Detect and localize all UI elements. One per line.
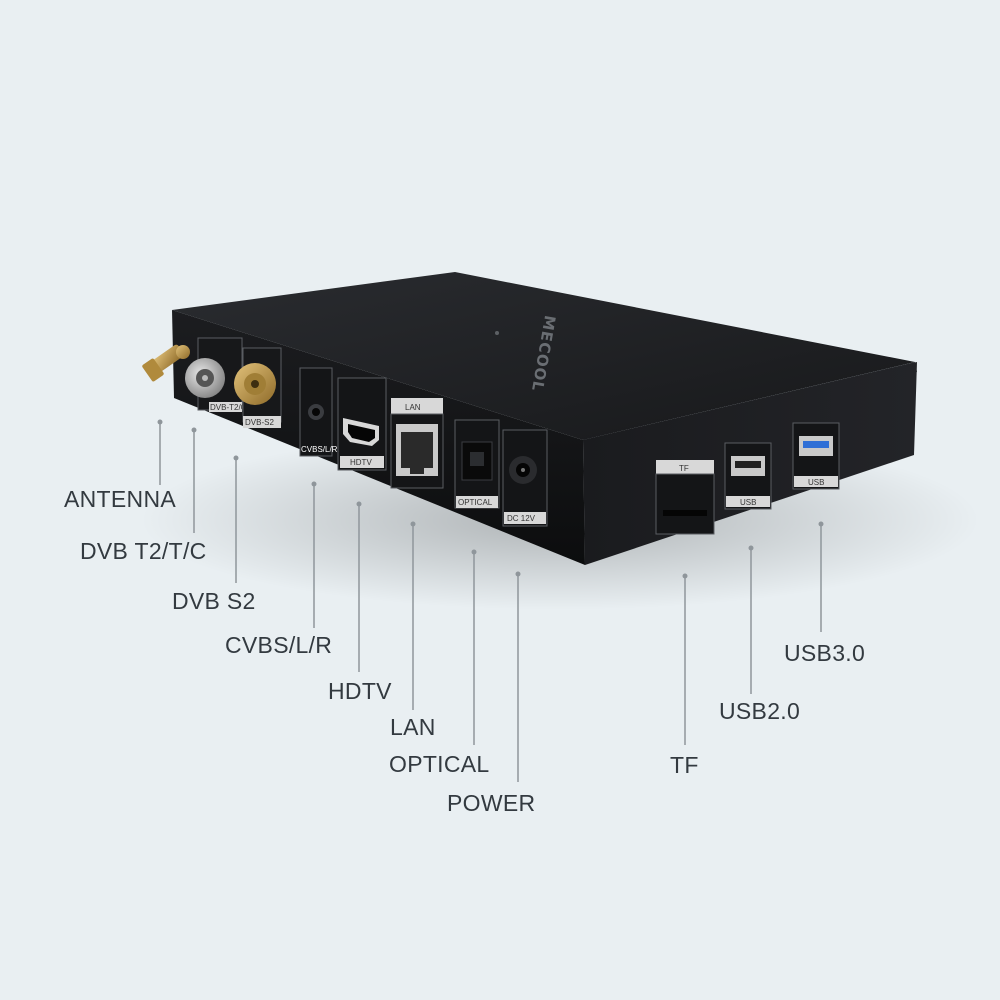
cvbs-port: CVBS/L/R xyxy=(299,367,338,457)
leader-dots xyxy=(157,419,824,579)
optical-port: OPTICAL xyxy=(454,419,500,509)
lan-port: LAN xyxy=(390,398,444,489)
callout-cvbs: CVBS/L/R xyxy=(225,632,333,658)
callout-usb2: USB2.0 xyxy=(719,698,801,724)
callout-hdtv: HDTV xyxy=(328,678,392,704)
callout-dvb-t2: DVB T2/T/C xyxy=(80,538,207,564)
status-led xyxy=(495,331,499,335)
power-port-label: DC 12V xyxy=(507,514,536,523)
antenna-connector xyxy=(142,344,190,382)
callout-antenna: ANTENNA xyxy=(64,486,177,512)
lan-port-label: LAN xyxy=(405,403,421,412)
device-top-face xyxy=(172,272,915,440)
usb3-port: USB xyxy=(792,422,840,490)
usb3-port-label: USB xyxy=(808,478,824,487)
usb2-port-label: USB xyxy=(740,498,756,507)
callout-optical: OPTICAL xyxy=(389,751,490,777)
dvb-s2-port-label: DVB-S2 xyxy=(245,418,274,427)
hdtv-port: HDTV xyxy=(337,377,387,471)
callout-tf: TF xyxy=(670,752,699,778)
callout-dvb-s2: DVB S2 xyxy=(172,588,256,614)
callout-usb3: USB3.0 xyxy=(784,640,866,666)
tf-slot-label: TF xyxy=(679,464,689,473)
leader-lines xyxy=(159,422,822,782)
power-port: DC 12V xyxy=(502,429,548,527)
usb2-port: USB xyxy=(724,442,772,510)
optical-port-label: OPTICAL xyxy=(458,498,493,507)
hdtv-port-label: HDTV xyxy=(350,458,372,467)
dvb-t2-port-label: DVB-T2/C xyxy=(210,403,247,412)
callout-lan: LAN xyxy=(390,714,436,740)
tf-slot: TF xyxy=(655,460,715,535)
dvb-s2-port: DVB-S2 xyxy=(234,347,282,428)
callout-power: POWER xyxy=(447,790,536,816)
cvbs-port-label: CVBS/L/R xyxy=(301,445,338,454)
